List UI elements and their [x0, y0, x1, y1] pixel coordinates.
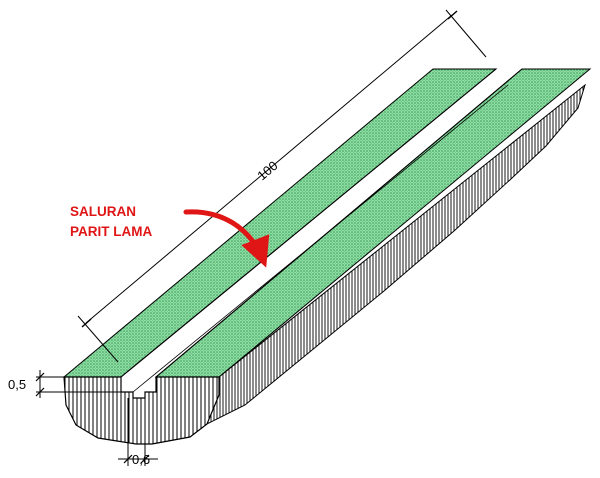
callout-arrow [183, 209, 270, 268]
width-dimension-label: 0,6 [132, 452, 150, 467]
channel-bottom-line [132, 84, 509, 393]
callout: SALURAN PARIT LAMA [70, 204, 270, 268]
callout-line-2: PARIT LAMA [70, 224, 152, 239]
height-dimension-label: 0,5 [8, 377, 26, 392]
height-dimension: 0,5 [8, 370, 121, 398]
right-bank-side-face [206, 83, 586, 425]
width-dimension: 0,6 [118, 398, 158, 467]
front-cross-section [63, 376, 220, 445]
channel-inner-edge-left [120, 68, 497, 378]
callout-line-1: SALURAN [70, 204, 136, 219]
length-dimension-label: 100 [254, 158, 280, 183]
right-bank-top-surface [154, 68, 592, 378]
